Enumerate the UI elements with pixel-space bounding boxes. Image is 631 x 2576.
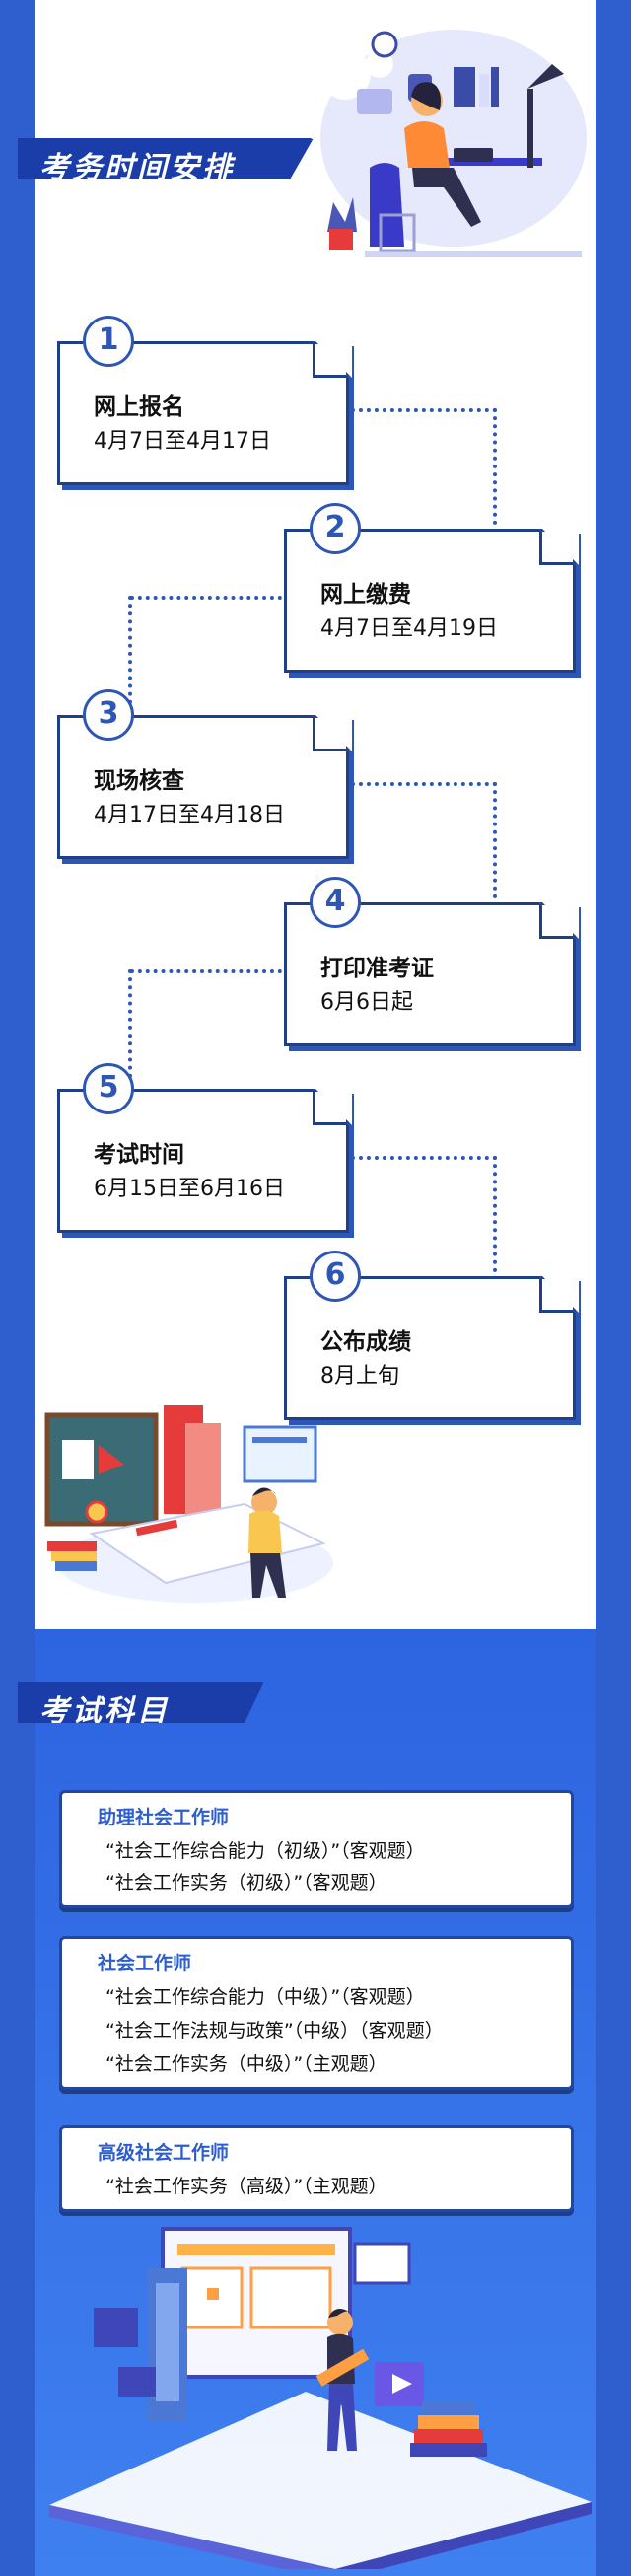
- connector: [493, 408, 497, 525]
- connector: [493, 1156, 497, 1272]
- connector: [130, 596, 282, 600]
- connector: [343, 782, 497, 786]
- subject-box: 社会工作师 “社会工作综合能力（中级）”（客观题） “社会工作法规与政策”（中级…: [59, 1936, 574, 2090]
- step-card: 网上报名 4月7日至4月17日: [57, 338, 352, 485]
- step-date: 6月15日至6月16日: [94, 1177, 285, 1201]
- subjects-title-banner: 考试科目: [18, 1682, 264, 1723]
- subject-item: “社会工作综合能力（初级）”（客观题）: [105, 1840, 425, 1862]
- step-number: 3: [83, 689, 134, 741]
- step-date: 6月6日起: [320, 990, 413, 1015]
- step-number: 2: [310, 503, 361, 554]
- connector: [343, 1156, 497, 1160]
- step-card: 网上缴费 4月7日至4月19日: [284, 526, 579, 673]
- subject-item: “社会工作实务（高级）”（主观题）: [105, 2176, 387, 2197]
- connector: [130, 969, 282, 973]
- step-title: 网上缴费: [320, 582, 411, 608]
- step-title: 公布成绩: [320, 1329, 411, 1355]
- subject-level: 高级社会工作师: [98, 2142, 230, 2164]
- subject-item: “社会工作实务（中级）”（主观题）: [105, 2053, 387, 2075]
- subject-item: “社会工作实务（初级）”（客观题）: [105, 1872, 387, 1894]
- step-title: 网上报名: [94, 394, 184, 420]
- study-illustration: [44, 1405, 333, 1603]
- step-number: 6: [310, 1251, 361, 1302]
- subject-level: 助理社会工作师: [98, 1807, 230, 1828]
- step-title: 打印准考证: [320, 956, 434, 981]
- subject-box: 高级社会工作师 “社会工作实务（高级）”（主观题）: [59, 2125, 574, 2212]
- subject-item: “社会工作法规与政策”（中级）（客观题）: [105, 2020, 444, 2041]
- subject-level: 社会工作师: [98, 1953, 192, 1974]
- step-number: 4: [310, 877, 361, 928]
- connector: [128, 596, 132, 712]
- step-title: 考试时间: [94, 1142, 184, 1168]
- connector: [128, 969, 132, 1086]
- step-date: 4月7日至4月17日: [94, 429, 271, 454]
- step-card: 现场核查 4月17日至4月18日: [57, 712, 352, 859]
- connector: [493, 782, 497, 898]
- schedule-title-banner: 考务时间安排: [18, 138, 314, 179]
- subject-box: 助理社会工作师 “社会工作综合能力（初级）”（客观题） “社会工作实务（初级）”…: [59, 1790, 574, 1908]
- desk-illustration: [319, 30, 587, 257]
- subjects-title: 考试科目: [39, 1694, 170, 1729]
- step-date: 4月17日至4月18日: [94, 803, 285, 827]
- connector: [343, 408, 497, 412]
- schedule-title: 考务时间安排: [39, 151, 235, 185]
- step-title: 现场核查: [94, 768, 184, 794]
- step-number: 1: [83, 316, 134, 367]
- computer-illustration: [49, 2227, 592, 2569]
- step-date: 4月7日至4月19日: [320, 616, 498, 641]
- subject-item: “社会工作综合能力（中级）”（客观题）: [105, 1986, 425, 2008]
- step-number: 5: [83, 1063, 134, 1114]
- step-date: 8月上旬: [320, 1364, 399, 1389]
